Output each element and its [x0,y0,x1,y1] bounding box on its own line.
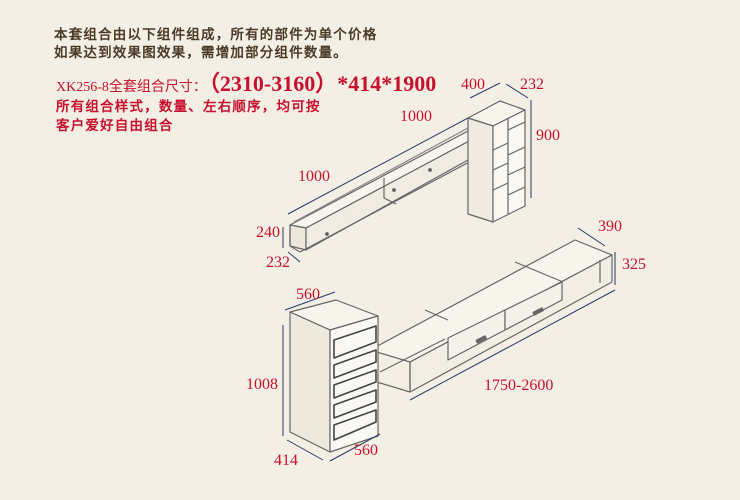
drawer-chest-drawing [289,299,379,453]
overall-dimensions: （2310-3160）*414*1900 [208,71,437,96]
component-note: 本套组合由以下组件组成，所有的部件为单个价格 如果达到效果图效果，需增加部分组件… [54,26,377,62]
dim-drawer-chest-width: 560 [296,286,320,303]
dim-wall-shelf-left-length: 1000 [298,168,330,185]
dim-bookshelf-depth: 232 [520,76,544,93]
dim-wall-shelf-depth: 232 [266,254,290,271]
component-note-line-1: 本套组合由以下组件组成，所有的部件为单个价格 [54,27,378,43]
dim-wall-shelf-right-length: 1000 [400,108,432,125]
dim-tv-stand-length: 1750-2600 [484,377,554,394]
combination-note: 所有组合样式，数量、左右顺序，均可按 客户爱好自由组合 [56,98,321,136]
dim-bookshelf-width: 400 [461,76,485,93]
dim-tv-stand-height: 325 [622,256,646,273]
model-label: XK256-8全套组合尺寸： [56,80,207,95]
set-dimensions-title: XK256-8全套组合尺寸：（2310-3160）*414*1900 [56,66,436,98]
tv-stand-drawing [369,239,613,393]
dimension-lines [282,82,616,462]
dim-drawer-chest-depth: 414 [274,452,298,469]
dim-drawer-chest-height: 1008 [246,376,278,393]
dim-drawer-chest-front-width: 560 [354,442,378,459]
dim-wall-shelf-height: 240 [256,224,280,241]
dim-bookshelf-height: 900 [536,127,560,144]
component-note-line-2: 如果达到效果图效果，需增加部分组件数量。 [54,45,348,61]
dim-tv-stand-depth: 390 [598,218,622,235]
combination-note-line-1: 所有组合样式，数量、左右顺序，均可按 [56,99,321,115]
bookshelf-tower-drawing [467,100,526,223]
wall-shelf-drawing [289,126,489,253]
combination-note-line-2: 客户爱好自由组合 [56,118,174,134]
